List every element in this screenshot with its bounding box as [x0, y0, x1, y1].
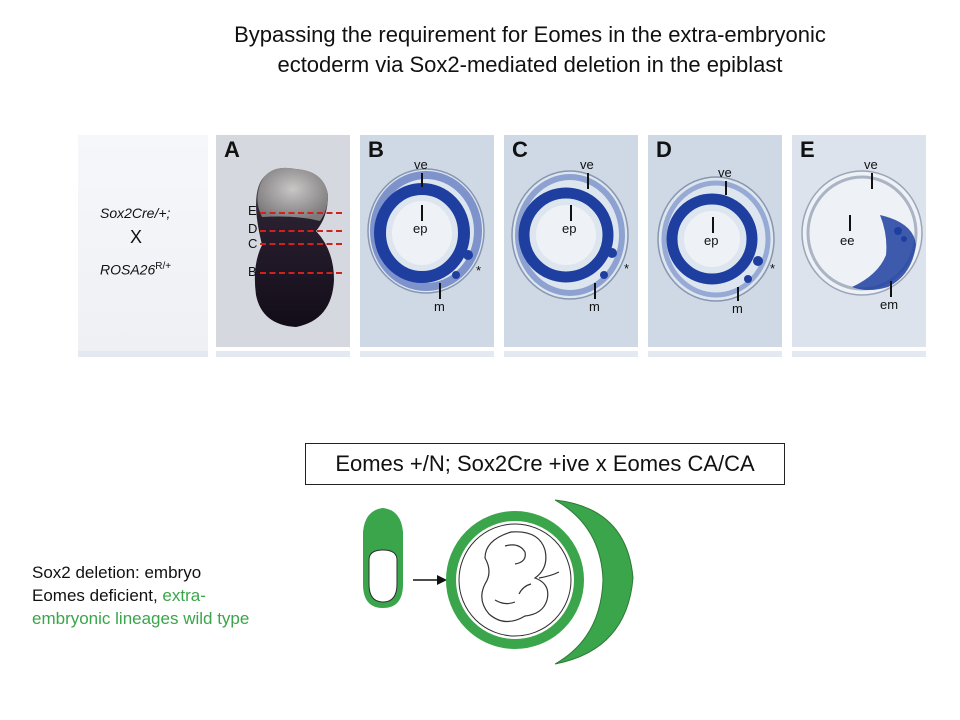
cut-label-b: B: [248, 264, 257, 279]
pointer-line: [849, 215, 851, 231]
title-line-1: Bypassing the requirement for Eomes in t…: [234, 22, 826, 47]
panel-letter-d: D: [656, 137, 672, 162]
pointer-line: [421, 205, 423, 221]
panel-letter-e: E: [800, 137, 815, 162]
yolk-sac-ring-icon: [446, 511, 584, 649]
cut-line-b: [260, 272, 342, 274]
label-star: *: [770, 261, 776, 276]
panel-base: [648, 351, 782, 357]
panel-base: [78, 351, 208, 357]
note-line-2: Eomes deficient, extra-: [32, 586, 206, 605]
label-em: em: [880, 297, 899, 312]
panel-base: [360, 351, 494, 357]
pointer-line: [587, 173, 589, 189]
figure-panels: Sox2Cre/+; X ROSA26R/+ A E D C: [78, 135, 930, 360]
pointer-line: [594, 283, 596, 299]
label-ep: ep: [413, 221, 428, 236]
panel-a-whole-embryo: A E D C B: [216, 135, 350, 347]
label-m: m: [589, 299, 600, 314]
label-star: *: [476, 263, 482, 278]
section-image-e: [801, 170, 923, 296]
deletion-note: Sox2 deletion: embryo Eomes deficient, e…: [32, 561, 249, 630]
pointer-line: [712, 217, 714, 233]
label-ve: ve: [718, 165, 732, 180]
panel-letter-b: B: [368, 137, 384, 162]
label-ve: ve: [864, 157, 878, 172]
section-image-c: [511, 170, 629, 300]
label-m: m: [434, 299, 445, 314]
embryo-schematic: [363, 499, 634, 665]
slide-title: Bypassing the requirement for Eomes in t…: [120, 20, 940, 80]
title-line-2: ectoderm via Sox2-mediated deletion in t…: [277, 52, 783, 77]
label-ee: ee: [840, 233, 855, 248]
whole-embryo-image: [254, 167, 334, 327]
pointer-line: [871, 173, 873, 189]
panel-e-section: E ve ee em: [792, 135, 926, 347]
label-ep: ep: [704, 233, 719, 248]
pointer-line: [737, 287, 739, 301]
note-line-3: embryonic lineages wild type: [32, 609, 250, 628]
cut-label-c: C: [248, 236, 258, 251]
cut-line-d: [260, 230, 342, 232]
panel-c-section: C ve ep * m: [504, 135, 638, 347]
cross-genotype-panel: Sox2Cre/+; X ROSA26R/+: [78, 135, 208, 355]
cut-label-d: D: [248, 221, 258, 236]
pointer-line: [725, 181, 727, 195]
cross-genotype-box: Eomes +/N; Sox2Cre +ive x Eomes CA/CA: [305, 443, 785, 485]
egg-cylinder-icon: [363, 508, 403, 608]
arrow-right-icon: [413, 575, 447, 585]
label-ep: ep: [562, 221, 577, 236]
pointer-line: [570, 205, 572, 221]
parent2-genotype: ROSA26R/+: [100, 261, 172, 278]
pointer-line: [439, 283, 441, 299]
panel-d-section: D ve ep * m: [648, 135, 782, 347]
panel-base: [216, 351, 350, 357]
cut-line-c: [260, 243, 342, 245]
cut-line-e: [260, 212, 342, 214]
pointer-line: [890, 281, 892, 297]
panel-letter-a: A: [224, 137, 240, 162]
cut-label-e: E: [248, 203, 257, 218]
note-green-text: extra-: [162, 586, 206, 605]
panel-b-section: B ve ep * m: [360, 135, 494, 347]
label-m: m: [732, 301, 743, 316]
panel-base: [792, 351, 926, 357]
panel-base: [504, 351, 638, 357]
note-line-1: Sox2 deletion: embryo: [32, 563, 202, 582]
cross-x-symbol: X: [130, 227, 143, 247]
pointer-line: [421, 173, 423, 187]
label-ve: ve: [580, 157, 594, 172]
section-image-d: [657, 176, 775, 302]
embryo-outline-icon: [481, 531, 560, 623]
section-image-b: [367, 168, 485, 294]
label-ve: ve: [414, 157, 428, 172]
parent1-genotype: Sox2Cre/+;: [100, 205, 171, 221]
label-star: *: [624, 261, 630, 276]
panel-letter-c: C: [512, 137, 528, 162]
placenta-crescent-icon: [554, 499, 634, 665]
